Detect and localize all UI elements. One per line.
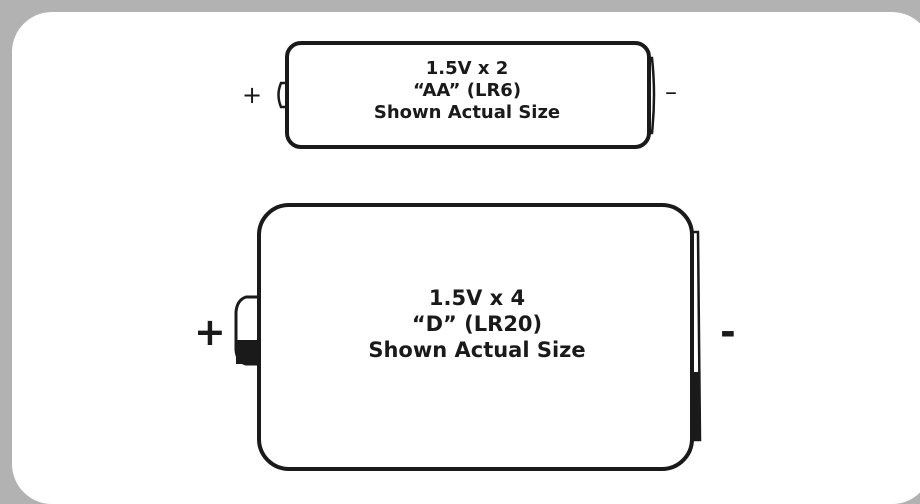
aa-negative-cap [649,56,656,135]
aa-battery-label: 1.5V x 2 “AA” (LR6) Shown Actual Size [292,58,642,124]
aa-plus-sign: + [242,81,263,109]
aa-battery-body [285,41,651,149]
aa-minus-sign: – [665,78,677,106]
aa-voltage-text: 1.5V x 2 [425,58,509,79]
aa-type-text: “AA” (LR6) [412,80,522,101]
d-type-text: “D” (LR20) [411,312,543,336]
diagram-panel [12,12,920,504]
aa-battery [277,41,656,149]
aa-positive-nub [277,81,288,109]
aa-size-note: Shown Actual Size [373,102,561,123]
d-battery-body [257,203,694,471]
d-voltage-text: 1.5V x 4 [428,286,526,310]
d-size-note: Shown Actual Size [368,338,586,362]
d-plus-sign: + [194,310,226,354]
d-positive-nub-shade [236,340,258,364]
d-battery [234,203,702,471]
d-battery-label: 1.5V x 4 “D” (LR20) Shown Actual Size [262,285,692,363]
d-minus-sign: - [720,310,736,354]
d-negative-cap-shade [692,372,700,440]
